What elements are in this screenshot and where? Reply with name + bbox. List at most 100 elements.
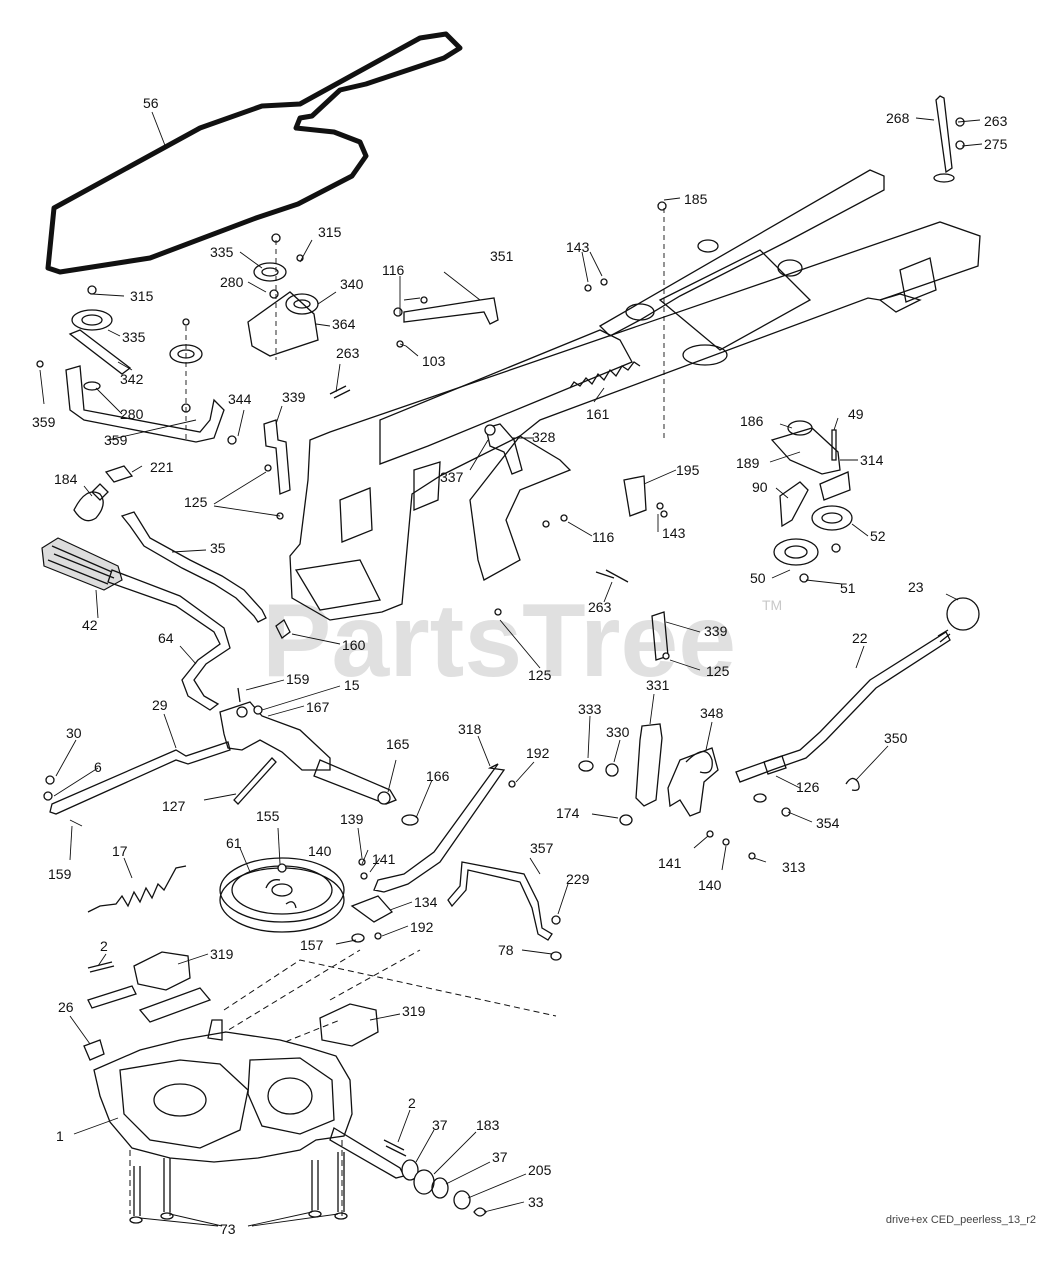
callout-139: 139 [340, 811, 364, 827]
callout-126: 126 [796, 779, 820, 795]
callout-185: 185 [684, 191, 708, 207]
callout-64: 64 [158, 630, 174, 646]
bracket-364 [247, 291, 319, 357]
nut-143-right [656, 502, 664, 510]
washer-330 [605, 763, 619, 777]
callout-350: 350 [884, 730, 908, 746]
callout-335-b: 335 [122, 329, 146, 345]
idler-pulley-340 [285, 293, 319, 315]
callout-37-b: 37 [492, 1149, 508, 1165]
washer-275 [955, 140, 965, 150]
callout-61: 61 [226, 835, 242, 851]
callout-1: 1 [56, 1128, 64, 1144]
spring-350 [845, 777, 860, 791]
callout-73: 73 [220, 1221, 236, 1237]
nut-192-lower [374, 932, 382, 940]
nut-125-mid [494, 608, 502, 616]
callout-2-b: 2 [408, 1095, 416, 1111]
callout-339: 339 [282, 389, 306, 405]
callout-192: 192 [526, 745, 550, 761]
callout-359-b: 344 [228, 391, 252, 407]
callout-263-c: 263 [588, 599, 612, 615]
drive-belt [45, 31, 463, 275]
callout-331: 331 [646, 677, 670, 693]
callout-90: 90 [752, 479, 768, 495]
callout-364: 364 [332, 316, 356, 332]
callout-29: 29 [152, 697, 168, 713]
drawing-id: drive+ex CED_peerless_13_r2 [885, 1214, 1036, 1226]
callout-354: 354 [816, 815, 840, 831]
washer-37-lower [431, 1177, 449, 1199]
dash-line-c [329, 949, 421, 1001]
callout-314: 314 [860, 452, 884, 468]
callout-78: 78 [498, 942, 514, 958]
rod-35 [120, 511, 267, 623]
callout-340: 340 [340, 276, 364, 292]
bolt-116 [420, 296, 428, 304]
callout-116: 116 [382, 262, 405, 278]
callout-165: 165 [386, 736, 410, 752]
callout-141: 141 [372, 851, 396, 867]
nut-143-top [600, 278, 608, 286]
pin-159-upper [237, 687, 241, 703]
clip-221 [104, 465, 134, 483]
bolt-359-left [36, 360, 44, 368]
grip-42 [41, 537, 123, 591]
dash-line-a [223, 959, 557, 1017]
washer-140 [360, 872, 368, 880]
knob-23 [946, 597, 980, 631]
callout-6: 6 [94, 759, 102, 775]
callout-15: 15 [344, 677, 360, 693]
bracket-348 [667, 747, 719, 817]
washer-30 [45, 775, 55, 785]
idler-pulley-335-left [71, 309, 113, 331]
rod-357 [447, 861, 553, 941]
callout-344: 359 [104, 432, 128, 448]
bracket-319-right [319, 1003, 379, 1047]
callout-26: 26 [58, 999, 74, 1015]
nut-125-left [264, 464, 272, 472]
knob-184-stem [91, 483, 109, 501]
callout-141-b: 141 [658, 855, 682, 871]
callout-359: 359 [32, 414, 56, 430]
nut-192-top [508, 780, 516, 788]
callout-357: 357 [530, 840, 554, 856]
bolt-315-mid [182, 318, 190, 326]
callout-183: 183 [476, 1117, 500, 1133]
nut-141-right [706, 830, 714, 838]
bolt-140-right [722, 838, 730, 846]
knob-184 [73, 491, 104, 522]
handle-rod-end [933, 173, 955, 183]
bracket-339 [263, 419, 291, 495]
bolt-263-lower [595, 569, 629, 583]
callout-125-b: 125 [706, 663, 730, 679]
callout-140-b: 140 [698, 877, 722, 893]
callout-127: 127 [162, 798, 186, 814]
callout-268: 268 [886, 110, 910, 126]
spring-161 [569, 361, 641, 389]
nut-116 [393, 307, 403, 317]
bushing-183 [413, 1169, 435, 1195]
callout-167: 167 [306, 699, 330, 715]
washer-280-left [83, 381, 101, 391]
key-2-lower [383, 1139, 407, 1157]
callout-221: 221 [150, 459, 174, 475]
washer-15 [236, 706, 248, 718]
callout-174: 174 [556, 805, 580, 821]
nut-359-right [227, 435, 237, 445]
callout-37: 37 [432, 1117, 448, 1133]
washer-280-top [269, 289, 279, 299]
arm-331 [635, 723, 663, 807]
callout-155: 155 [256, 808, 280, 824]
pivot-337 [484, 424, 496, 436]
callout-30: 30 [66, 725, 82, 741]
callout-157: 157 [300, 937, 324, 953]
callout-166: 166 [426, 768, 450, 784]
transaxle-1 [87, 985, 405, 1179]
callout-116-b: 116 [592, 529, 615, 545]
bolts-73 [129, 1152, 348, 1224]
callout-275: 275 [984, 136, 1008, 152]
callout-50: 50 [750, 570, 766, 586]
rod-29 [49, 741, 231, 815]
watermark-tm: TM [762, 597, 782, 613]
